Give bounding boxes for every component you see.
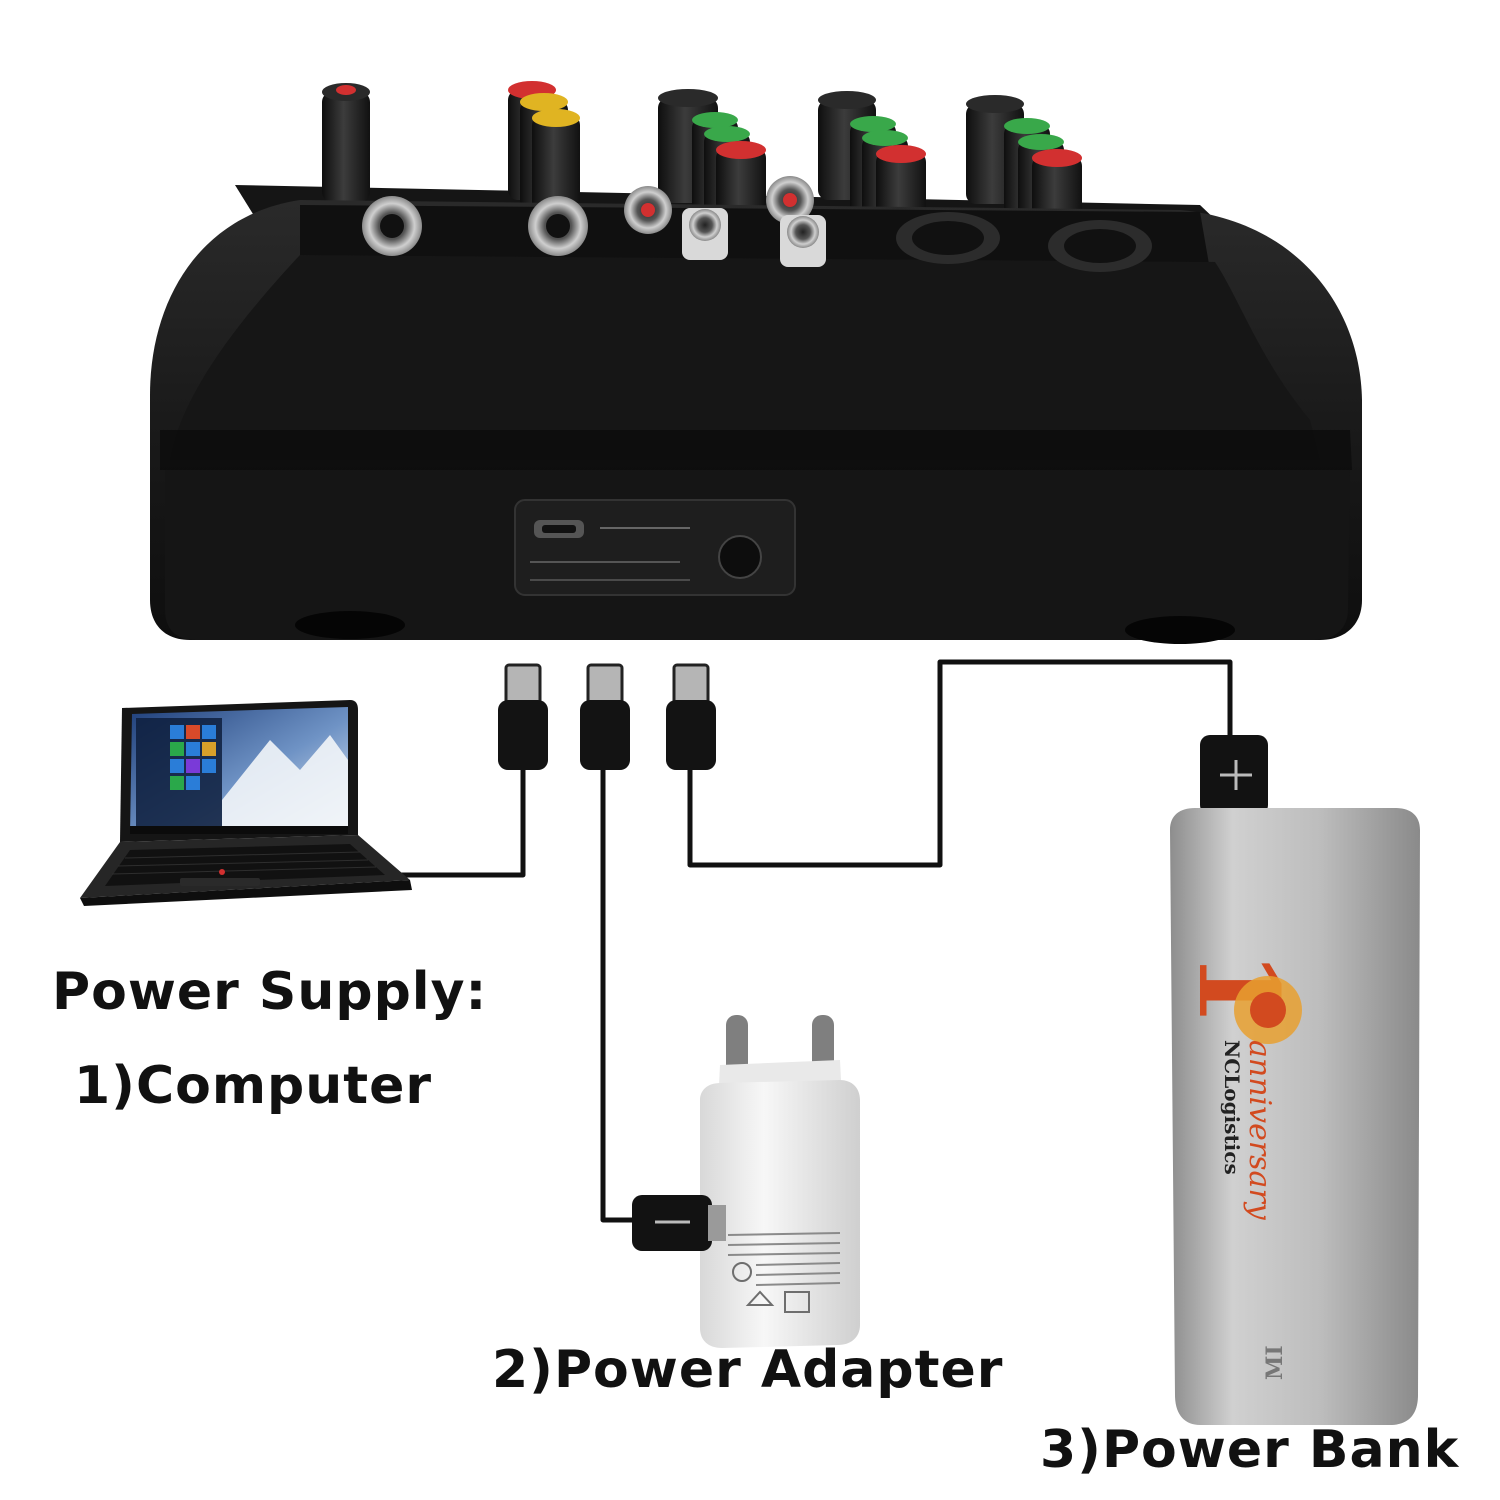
power-adapter <box>632 1015 860 1348</box>
mixer-jacks <box>362 176 1152 272</box>
power-bank-maker-text: MI <box>1262 1345 1288 1380</box>
power-supply-heading: Power Supply: <box>52 962 488 1022</box>
laptop <box>80 700 412 906</box>
audio-mixer <box>150 81 1362 644</box>
micro-usb-plugs <box>498 663 716 770</box>
mixer-power-panel <box>514 499 796 596</box>
power-bank-logo: 1 anniversary NCLogistics MI <box>1174 950 1303 1380</box>
option-power-adapter-label: 2)Power Adapter <box>492 1340 1004 1400</box>
option-computer-label: 1)Computer <box>74 1056 433 1116</box>
power-bank-anniversary-text: anniversary <box>1242 1040 1277 1221</box>
power-bank: 1 anniversary NCLogistics MI <box>1170 735 1420 1425</box>
option-power-bank-label: 3)Power Bank <box>1040 1420 1460 1480</box>
power-bank-brand-text: NCLogistics <box>1220 1040 1244 1175</box>
usb-cables <box>400 659 1233 1223</box>
